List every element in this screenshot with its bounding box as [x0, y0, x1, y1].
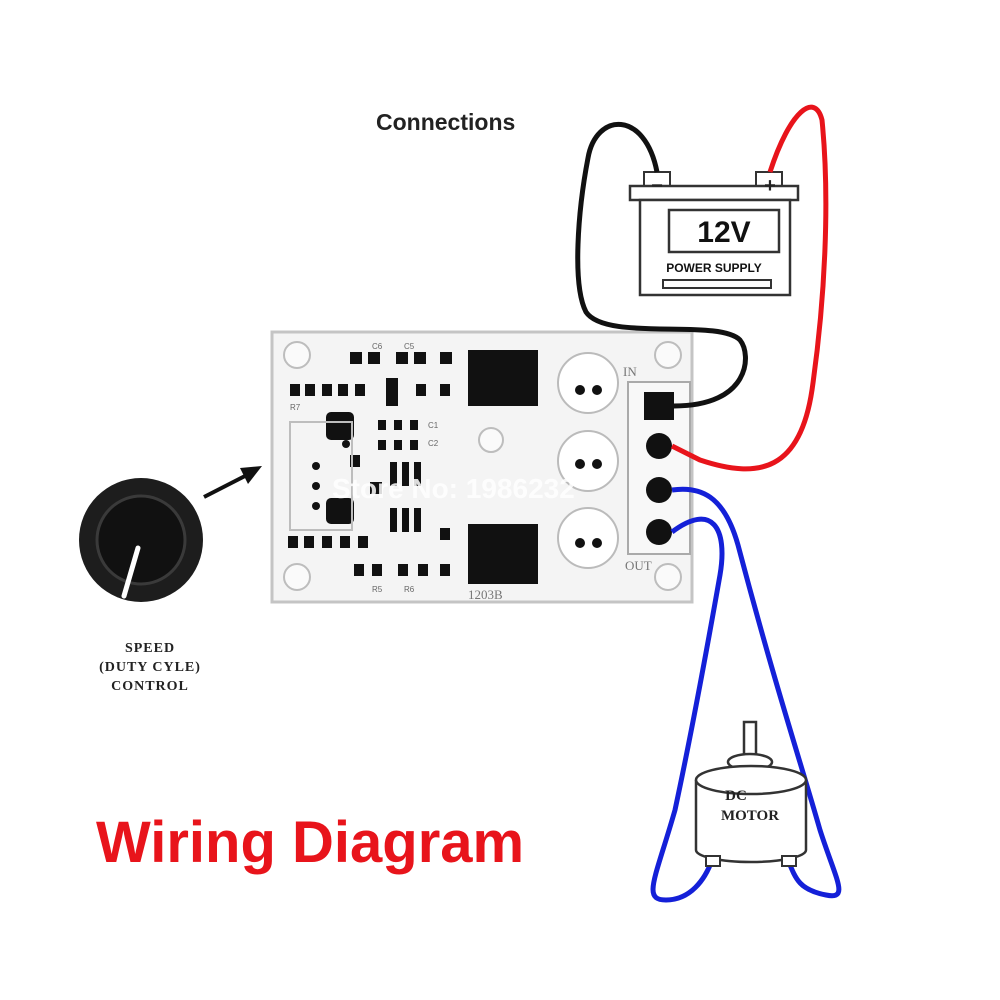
mosfet-bottom — [468, 524, 538, 584]
in-label: IN — [623, 364, 637, 379]
pwm-controller-board: C6 C5 R7 C1 C2 R5 R6 IN OUT 1203B — [270, 330, 694, 604]
battery-neg-symbol: − — [651, 175, 663, 197]
battery-pos-symbol: + — [764, 175, 776, 197]
pcb-label: C5 — [404, 342, 415, 351]
knob-label-line3: CONTROL — [111, 679, 189, 694]
pcb-label: R6 — [404, 585, 415, 594]
motor-label-line1: DC — [725, 788, 747, 804]
capacitor — [557, 507, 619, 569]
mounting-hole — [283, 341, 311, 369]
motor-wire-b — [650, 516, 725, 903]
knob-arrow — [203, 466, 262, 499]
pcb-label: R7 — [290, 403, 301, 412]
knob-inner — [95, 494, 187, 586]
pcb-label: C2 — [428, 439, 439, 448]
mounting-hole — [654, 341, 682, 369]
battery-power-supply-label: POWER SUPPLY — [666, 261, 762, 275]
terminal-out-neg — [646, 519, 672, 545]
store-watermark: Store No: 1986232 — [332, 473, 575, 504]
battery-base-strip — [662, 279, 772, 289]
mounting-hole — [654, 563, 682, 591]
motor-label-line2: MOTOR — [721, 808, 779, 824]
terminal-in-neg — [644, 392, 674, 420]
battery: 12V POWER SUPPLY − + — [628, 171, 800, 297]
battery-label-box — [667, 208, 781, 254]
connections-heading: Connections — [376, 109, 515, 135]
smd-components — [288, 352, 452, 576]
dc-motor: DC MOTOR — [694, 720, 808, 867]
mosfet-top — [468, 350, 538, 406]
knob-label-line2: (DUTY CYLE) — [99, 660, 201, 675]
motor-top — [694, 764, 808, 796]
pcb-label: C1 — [428, 421, 439, 430]
battery-voltage: 12V — [697, 216, 750, 249]
capacitor — [557, 352, 619, 414]
knob-indicator — [121, 545, 141, 599]
capacitor — [557, 430, 619, 492]
pcb-label: C6 — [372, 342, 383, 351]
part-number: 1203B — [468, 587, 503, 602]
pcb-label: R5 — [372, 585, 383, 594]
knob-label-line1: SPEED — [125, 641, 175, 656]
speed-knob — [79, 478, 203, 602]
terminal-out-pos — [646, 477, 672, 503]
terminal-in-pos — [646, 433, 672, 459]
pot-footprint — [289, 421, 353, 531]
wiring-diagram-title: Wiring Diagram — [96, 810, 524, 875]
motor-foot — [781, 855, 797, 867]
center-hole — [478, 427, 504, 453]
motor-foot — [705, 855, 721, 867]
negative-wire — [575, 121, 748, 409]
motor-body — [694, 780, 808, 864]
out-label: OUT — [625, 558, 652, 573]
mounting-hole — [283, 563, 311, 591]
positive-wire — [670, 104, 829, 472]
